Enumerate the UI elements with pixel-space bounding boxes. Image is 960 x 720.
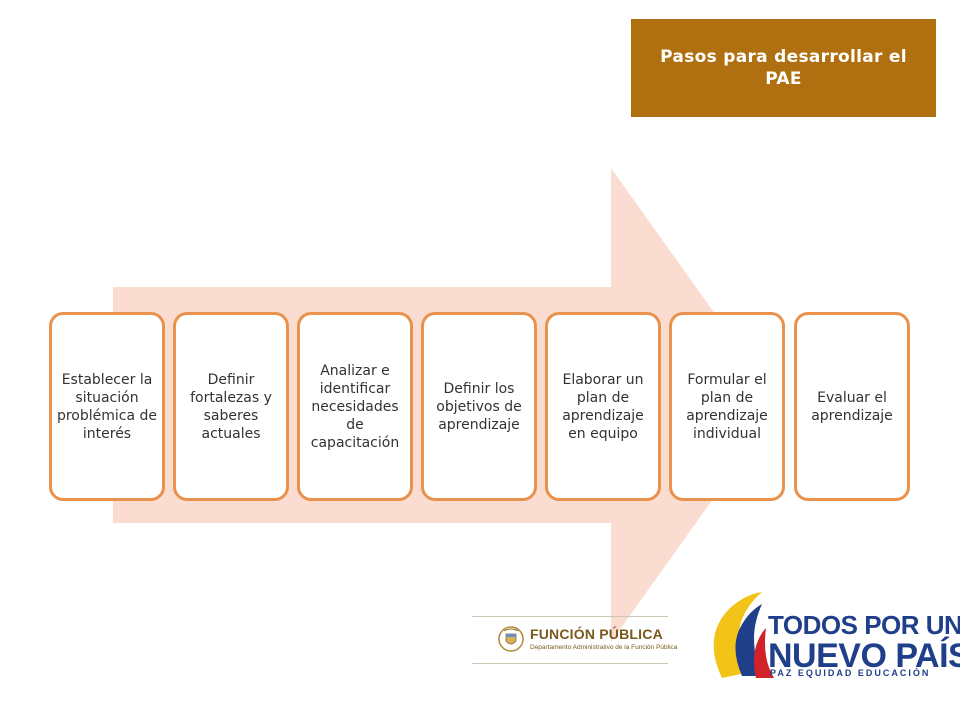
step-7: Evaluar el aprendizaje [794, 312, 910, 501]
todos-por-un-nuevo-pais-emblem [713, 592, 774, 678]
coat-of-arms-icon [498, 626, 524, 652]
funcion-publica-logo: FUNCIÓN PÚBLICA Departamento Administrat… [472, 616, 677, 664]
todos-por-un-text: TODOS POR UN [768, 610, 960, 640]
step-5-label: Elaborar un plan de aprendizaje en equip… [562, 371, 644, 442]
title-box: Pasos para desarrollar el PAE [631, 19, 936, 117]
step-3: Analizar e identificar necesidades de ca… [297, 312, 413, 501]
step-1-label: Establecer la situación problémica de in… [56, 371, 158, 442]
step-6: Formular el plan de aprendizaje individu… [669, 312, 785, 501]
step-5: Elaborar un plan de aprendizaje en equip… [545, 312, 661, 501]
step-6-label: Formular el plan de aprendizaje individu… [686, 371, 768, 442]
step-7-label: Evaluar el aprendizaje [811, 389, 893, 424]
step-4-label: Definir los objetivos de aprendizaje [436, 380, 522, 433]
funcion-publica-name: FUNCIÓN PÚBLICA [530, 626, 663, 642]
step-2-label: Definir fortalezas y saberes actuales [190, 371, 272, 442]
step-2: Definir fortalezas y saberes actuales [173, 312, 289, 501]
slide-title: Pasos para desarrollar el PAE [660, 47, 907, 89]
red-swoosh [754, 628, 774, 678]
step-1: Establecer la situación problémica de in… [49, 312, 165, 501]
funcion-publica-subtitle: Departamento Administrativo de la Funció… [530, 644, 678, 651]
step-3-label: Analizar e identificar necesidades de ca… [310, 362, 400, 451]
step-4: Definir los objetivos de aprendizaje [421, 312, 537, 501]
paz-equidad-educacion-text: PAZ EQUIDAD EDUCACIÓN [770, 668, 931, 678]
nuevo-pais-text: NUEVO PAÍS [768, 637, 960, 675]
